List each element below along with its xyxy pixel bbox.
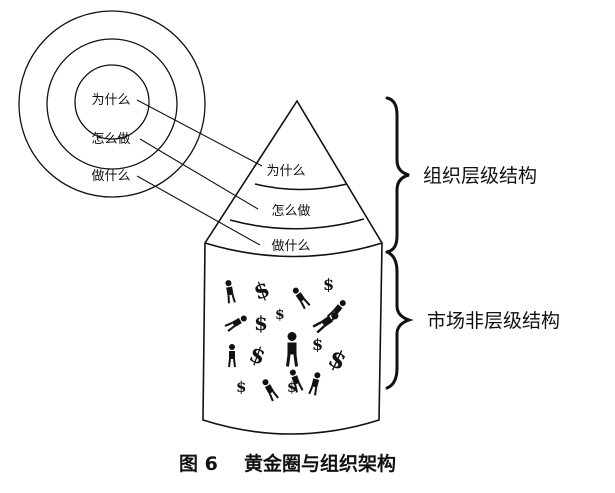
person-icon xyxy=(308,370,323,397)
circle-label-how: 怎么做 xyxy=(91,132,130,147)
dollar-sign-icon: $ xyxy=(275,307,285,323)
dollar-sign-icon: $ xyxy=(323,275,334,294)
inner-circle xyxy=(74,64,150,140)
cone-band-3 xyxy=(204,242,383,258)
curly-brace-icon xyxy=(385,250,414,390)
circle-label-why: 为什么 xyxy=(91,93,130,108)
connector-how xyxy=(139,138,259,210)
middle-circle xyxy=(46,38,178,170)
figure-title: 黄金圈与组织架构 xyxy=(244,452,396,475)
dollar-sign-icon: $ xyxy=(250,276,273,306)
curly-brace-icon xyxy=(385,96,410,254)
connector-why xyxy=(136,99,263,167)
dollar-sign-icon: $ xyxy=(254,311,268,335)
label-non-hierarchical-structure: 市场非层级结构 xyxy=(427,310,560,332)
organization-cone xyxy=(202,99,383,435)
circle-label-what: 做什么 xyxy=(91,169,130,184)
outer-circle xyxy=(18,10,206,198)
person-icon xyxy=(228,343,236,368)
dollar-sign-icon: $ xyxy=(324,343,351,376)
dollar-sign-icon: $ xyxy=(236,378,246,396)
figure-number: 图 6 xyxy=(179,453,218,475)
cone-label-how: 怎么做 xyxy=(271,204,310,219)
dollar-sign-icon: $ xyxy=(246,341,269,371)
cone-band-2 xyxy=(229,218,365,230)
cone-label-why: 为什么 xyxy=(266,164,305,179)
golden-circle xyxy=(18,10,206,198)
market-figures: $ $ $ $ $ $ $ $ $ xyxy=(223,275,351,403)
cone-label-what: 做什么 xyxy=(271,239,310,254)
person-icon xyxy=(286,330,298,368)
dollar-sign-icon: $ xyxy=(312,335,323,354)
person-icon xyxy=(260,377,280,403)
dollar-sign-icon: $ xyxy=(287,380,297,396)
cone-outline xyxy=(202,99,383,435)
person-icon xyxy=(311,309,342,334)
connector-lines xyxy=(136,99,263,246)
person-icon xyxy=(223,313,249,333)
brace-group xyxy=(385,96,414,390)
person-icon xyxy=(223,278,236,305)
cone-band-1 xyxy=(254,183,348,191)
person-icon xyxy=(290,285,311,310)
label-hierarchical-structure: 组织层级结构 xyxy=(423,165,537,187)
connector-what xyxy=(136,175,261,246)
